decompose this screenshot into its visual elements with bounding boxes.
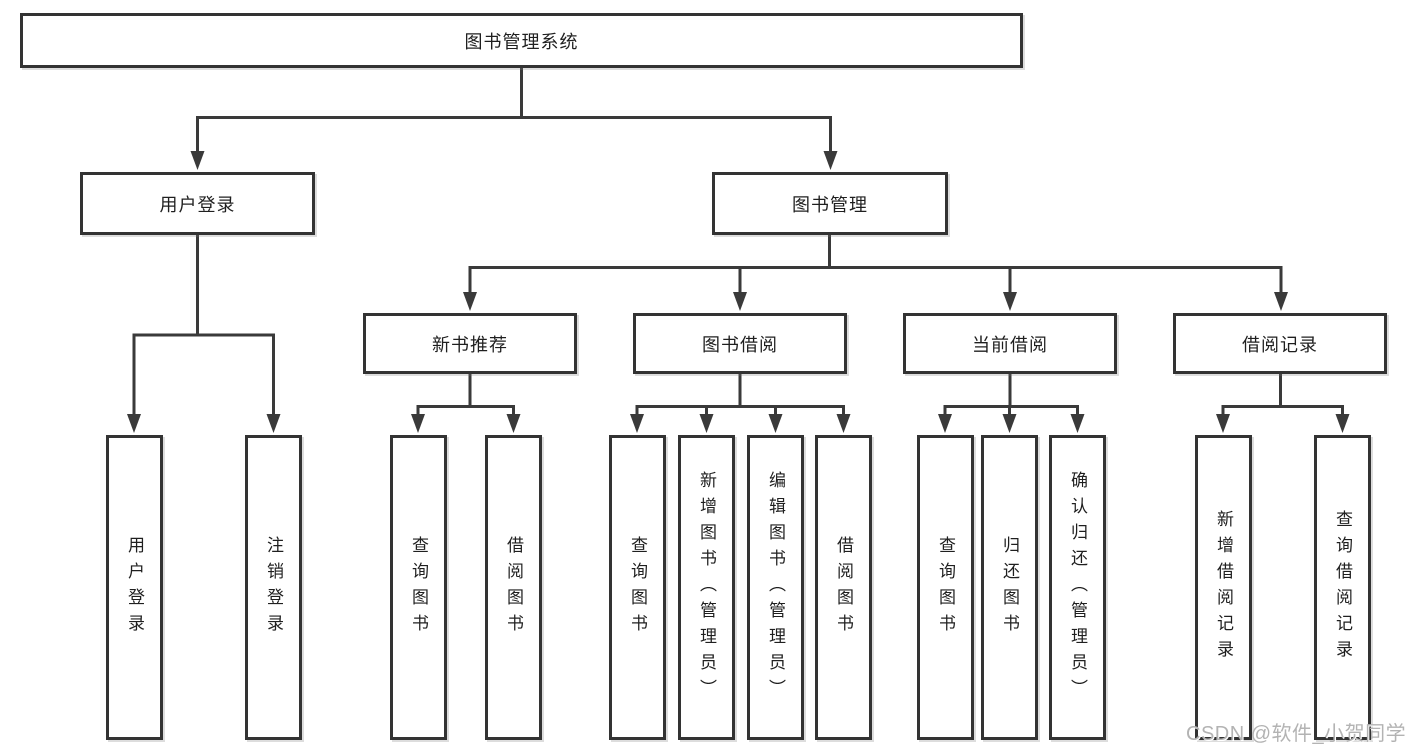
leaf-borrow-query-book: 查询图书	[609, 435, 666, 740]
node-book-borrow: 图书借阅	[633, 313, 847, 374]
leaf-borrow-query-book-label: 查询图书	[628, 535, 647, 640]
leaf-borrow-borrow-book: 借阅图书	[815, 435, 872, 740]
leaf-newrec-query-book-label: 查询图书	[409, 535, 428, 640]
leaf-user-login: 用户登录	[106, 435, 163, 740]
node-user-login: 用户登录	[80, 172, 315, 235]
leaf-logout: 注销登录	[245, 435, 302, 740]
node-user-login-label: 用户登录	[159, 194, 236, 215]
connector-new-book-rec-to-leaves	[411, 373, 521, 433]
node-book-borrow-label: 图书借阅	[702, 334, 778, 355]
node-book-mgmt: 图书管理	[712, 172, 948, 235]
leaf-current-return-book: 归还图书	[981, 435, 1038, 740]
leaf-borrow-add-book-admin: 新增图书（管理员）	[678, 435, 735, 740]
connector-current-borrow-to-leaves	[938, 373, 1085, 433]
leaf-borrow-edit-book-admin-label: 编辑图书（管理员）	[766, 470, 785, 705]
node-new-book-rec: 新书推荐	[363, 313, 577, 374]
leaf-user-login-label: 用户登录	[125, 535, 144, 640]
connector-user-login-to-leaves	[127, 235, 281, 433]
leaf-current-return-book-label: 归还图书	[1000, 535, 1019, 640]
leaf-records-query-record: 查询借阅记录	[1314, 435, 1371, 740]
leaf-current-confirm-return-admin: 确认归还（管理员）	[1049, 435, 1106, 740]
leaf-records-add-record: 新增借阅记录	[1195, 435, 1252, 740]
leaf-borrow-edit-book-admin: 编辑图书（管理员）	[747, 435, 804, 740]
node-root-system-label: 图书管理系统	[464, 31, 579, 52]
node-borrow-records: 借阅记录	[1173, 313, 1387, 374]
connector-book-mgmt-to-level3	[463, 235, 1288, 311]
leaf-current-query-book-label: 查询图书	[936, 535, 955, 640]
leaf-newrec-borrow-book-label: 借阅图书	[504, 535, 523, 640]
node-borrow-records-label: 借阅记录	[1242, 334, 1318, 355]
node-current-borrow: 当前借阅	[903, 313, 1117, 374]
leaf-borrow-add-book-admin-label: 新增图书（管理员）	[697, 470, 716, 705]
leaf-newrec-borrow-book: 借阅图书	[485, 435, 542, 740]
node-book-mgmt-label: 图书管理	[792, 194, 868, 215]
connector-book-borrow-to-leaves	[630, 373, 851, 433]
node-root-system: 图书管理系统	[20, 13, 1023, 68]
leaf-logout-label: 注销登录	[264, 535, 283, 640]
node-new-book-rec-label: 新书推荐	[432, 334, 508, 355]
leaf-borrow-borrow-book-label: 借阅图书	[834, 535, 853, 640]
node-current-borrow-label: 当前借阅	[972, 334, 1048, 355]
leaf-current-confirm-return-admin-label: 确认归还（管理员）	[1068, 470, 1087, 705]
leaf-newrec-query-book: 查询图书	[390, 435, 447, 740]
connector-borrow-records-to-leaves	[1216, 373, 1350, 433]
connector-root-to-level2	[190, 68, 838, 170]
leaf-current-query-book: 查询图书	[917, 435, 974, 740]
csdn-watermark: CSDN @软件_小贺同学	[1186, 723, 1405, 745]
leaf-records-query-record-label: 查询借阅记录	[1333, 509, 1352, 666]
leaf-records-add-record-label: 新增借阅记录	[1214, 509, 1233, 666]
